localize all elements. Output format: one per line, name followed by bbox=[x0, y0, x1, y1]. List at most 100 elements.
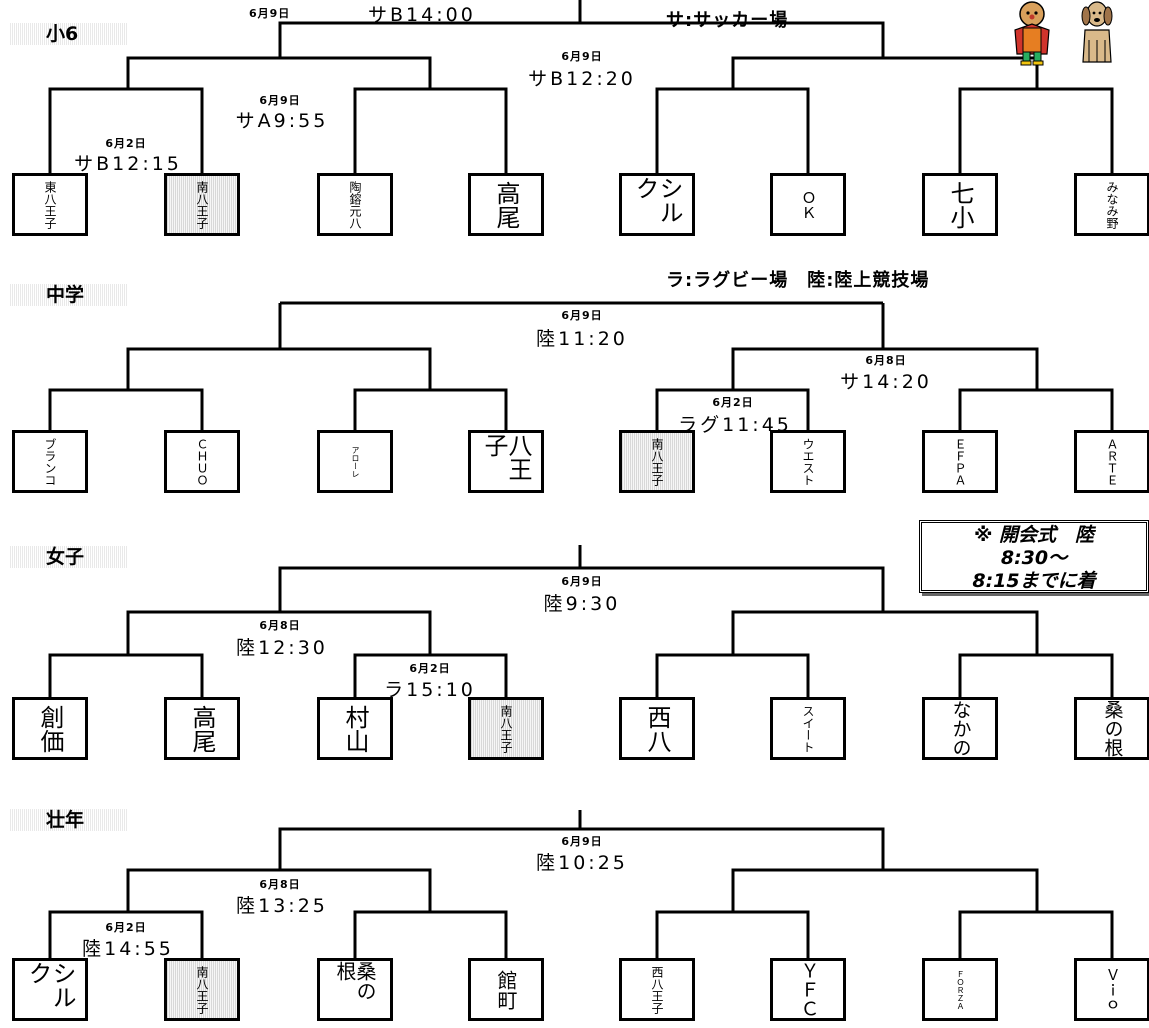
match-date: 6月9日 bbox=[561, 50, 603, 63]
bracket-line bbox=[126, 610, 432, 655]
match-time: ラグ11:45 bbox=[676, 410, 794, 437]
match-date: 6月2日 bbox=[409, 662, 451, 675]
bracket-line bbox=[655, 87, 810, 173]
team-box: シルク bbox=[12, 958, 88, 1021]
team-name: 陶鎔元八 bbox=[348, 180, 362, 229]
bracket-line bbox=[48, 87, 204, 173]
bracket-line bbox=[731, 347, 1039, 390]
bracket-line bbox=[126, 56, 432, 89]
team-name: 高尾 bbox=[492, 180, 520, 229]
team-name: ウエスト bbox=[801, 437, 815, 486]
bracket-line bbox=[48, 653, 204, 697]
notice-line-1: ※ 開会式 陸 bbox=[973, 524, 1095, 546]
team-box: みなみ野 bbox=[1074, 173, 1149, 236]
team-box: 南八王子 bbox=[468, 697, 544, 760]
team-name: ＡＲＴＥ bbox=[1105, 437, 1119, 486]
match-date: 6月9日 bbox=[561, 835, 603, 848]
team-box: ＥＦＰＡ bbox=[922, 430, 998, 493]
team-name: シルク bbox=[24, 961, 76, 1009]
match-time: サ14:20 bbox=[838, 367, 934, 394]
team-box: ＡＲＴＥ bbox=[1074, 430, 1149, 493]
team-name: 村山 bbox=[341, 704, 369, 753]
match-date: 6月8日 bbox=[259, 878, 301, 891]
team-box: ブランコ bbox=[12, 430, 88, 493]
match-date: 6月2日 bbox=[712, 396, 754, 409]
section-title: 中学 bbox=[10, 284, 128, 306]
team-name: ＯＫ bbox=[799, 189, 818, 220]
team-box: ＦＯＲＺＡ bbox=[922, 958, 998, 1021]
bracket-line bbox=[278, 301, 885, 349]
bracket-line bbox=[278, 0, 885, 58]
bracket-line bbox=[278, 545, 885, 612]
notice-line-2: 8:30～ bbox=[1000, 547, 1068, 569]
bracket-line bbox=[958, 910, 1114, 958]
team-name: Ｖｉｏ bbox=[1103, 967, 1122, 1012]
team-name: 高尾 bbox=[188, 704, 216, 753]
bracket-line bbox=[353, 388, 508, 430]
bracket-line bbox=[958, 388, 1114, 430]
team-box: 東八王子 bbox=[12, 173, 88, 236]
match-time: 陸9:30 bbox=[541, 589, 623, 616]
match-time: サB12:15 bbox=[72, 149, 184, 176]
team-box: 村山 bbox=[317, 697, 393, 760]
match-date: 6月8日 bbox=[865, 354, 907, 367]
team-box: ＹＦＣ bbox=[770, 958, 846, 1021]
team-name: ブランコ bbox=[43, 437, 57, 486]
team-name: 西八王子 bbox=[650, 965, 664, 1014]
bracket-line bbox=[278, 810, 885, 870]
team-name: アローレ bbox=[351, 445, 360, 478]
bracket-line bbox=[958, 653, 1114, 697]
match-time: 陸11:20 bbox=[534, 324, 630, 351]
team-box: 南八王子 bbox=[619, 430, 695, 493]
match-date: 6月9日 bbox=[259, 94, 301, 107]
bracket-line bbox=[126, 868, 432, 912]
team-box: アローレ bbox=[317, 430, 393, 493]
match-time: 陸10:25 bbox=[534, 848, 630, 875]
team-box: 南八王子 bbox=[164, 173, 240, 236]
bracket-line bbox=[731, 868, 1039, 912]
team-box: 南八王子 bbox=[164, 958, 240, 1021]
bracket-line bbox=[655, 388, 810, 430]
opening-ceremony-notice: ※ 開会式 陸 8:30～ 8:15までに着 bbox=[919, 520, 1149, 593]
match-time: サA9:55 bbox=[233, 106, 331, 133]
match-date: 6月2日 bbox=[105, 921, 147, 934]
team-box: 高尾 bbox=[164, 697, 240, 760]
match-time: サB12:20 bbox=[526, 64, 638, 91]
team-name: 南八王子 bbox=[195, 965, 209, 1014]
bracket-line bbox=[958, 87, 1114, 173]
bracket-line bbox=[126, 347, 432, 390]
legend-soccer: サ:サッカー場 bbox=[666, 10, 789, 31]
match-date: 6月8日 bbox=[259, 619, 301, 632]
team-box: ウエスト bbox=[770, 430, 846, 493]
team-name: ＦＯＲＺＡ bbox=[956, 969, 965, 1010]
bracket-line bbox=[731, 56, 1039, 89]
team-name: 南八王子 bbox=[499, 704, 513, 753]
team-name: 七小 bbox=[946, 180, 974, 229]
team-box: なかの bbox=[922, 697, 998, 760]
bracket-line bbox=[655, 653, 810, 697]
team-name: 南八王子 bbox=[650, 437, 664, 486]
team-name: 創価 bbox=[36, 704, 64, 753]
team-name: 桑の根 bbox=[333, 961, 377, 1001]
team-name: 館町 bbox=[494, 969, 518, 1010]
team-box: 西八 bbox=[619, 697, 695, 760]
team-box: 高尾 bbox=[468, 173, 544, 236]
team-name: 南八王子 bbox=[195, 180, 209, 229]
team-name: 東八王子 bbox=[43, 180, 57, 229]
bracket-line bbox=[353, 910, 508, 958]
notice-line-3: 8:15までに着 bbox=[972, 570, 1096, 592]
match-time: 陸13:25 bbox=[234, 891, 330, 918]
dog-mascot-icon bbox=[1081, 1, 1113, 63]
team-box: Ｖｉｏ bbox=[1074, 958, 1149, 1021]
team-name: 桑の根 bbox=[1101, 700, 1124, 757]
match-time: 陸14:55 bbox=[80, 934, 176, 961]
team-box: 七小 bbox=[922, 173, 998, 236]
team-name: ＣＨＵＯ bbox=[195, 437, 209, 486]
team-name: みなみ野 bbox=[1105, 180, 1119, 229]
bracket-line bbox=[48, 910, 204, 958]
team-name: 西八 bbox=[643, 704, 671, 753]
team-box: シルク bbox=[619, 173, 695, 236]
bracket-line bbox=[731, 610, 1039, 655]
match-time: ラ15:10 bbox=[382, 675, 478, 702]
